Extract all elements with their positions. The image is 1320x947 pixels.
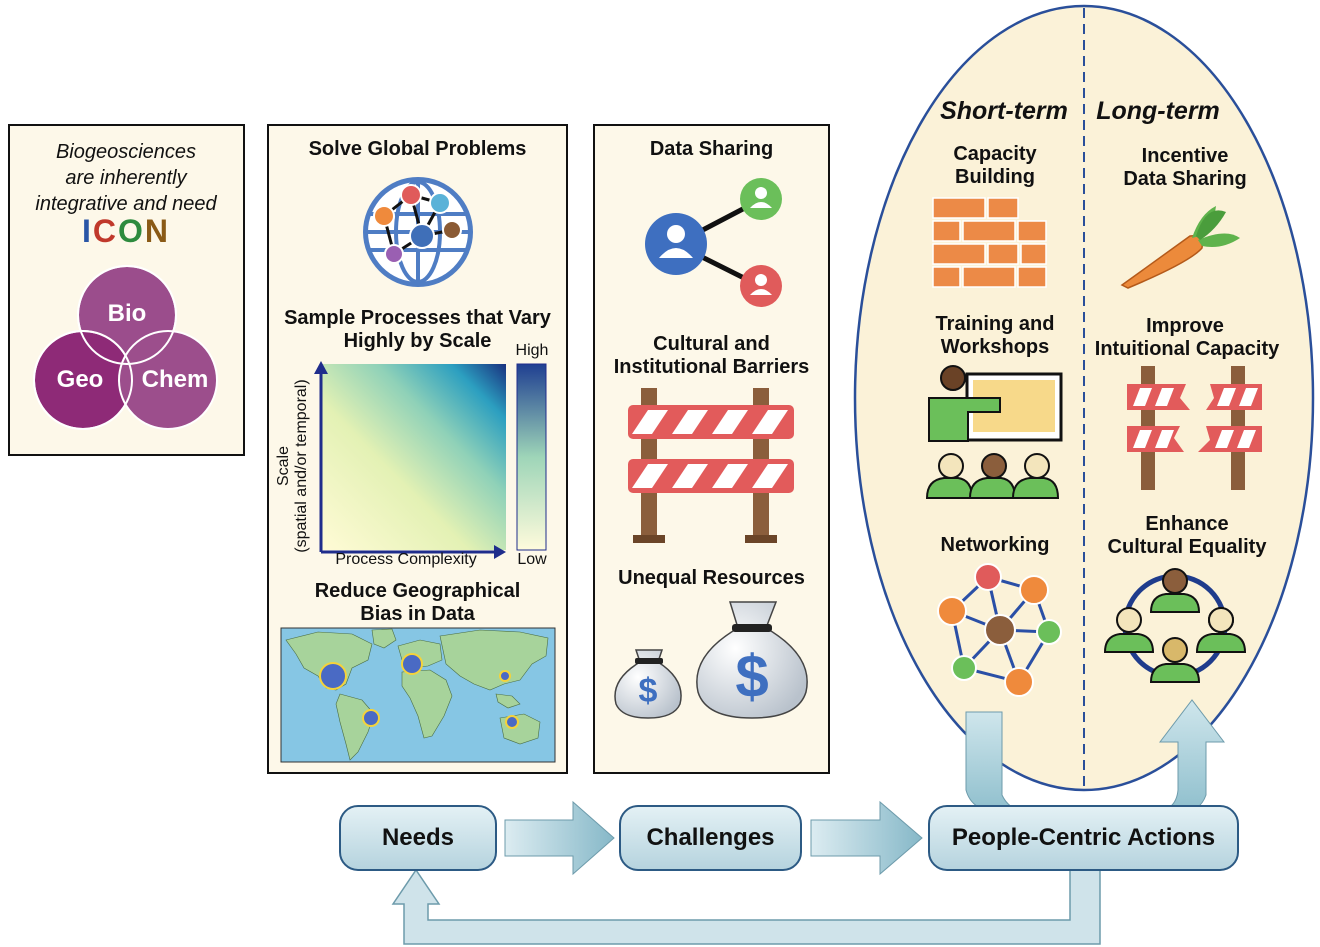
icon-acronym: ICON [12,213,240,249]
training-icon [925,365,1063,499]
legend-low: Low [517,551,547,568]
unequal-resources-title: Unequal Resources [618,567,805,589]
bias-title-2: Bias in Data [360,603,475,625]
venn-label-geo: Geo [56,366,104,393]
y-axis-label: Scale (spatial and/or temporal) [275,366,311,566]
y-axis-label-2: (spatial and/or temporal) [293,379,310,553]
actions-pill-label: People-Centric Actions [951,824,1216,851]
long-term-heading: Long-term [1096,97,1220,125]
intro-line-2: are inherently [65,167,187,189]
acronym-letter-n: N [144,213,170,249]
challenges-pill [619,805,802,871]
icon-intro: Biogeosciences are inherently integrativ… [12,139,240,217]
enhance-label-2: Cultural Equality [1107,536,1267,558]
short-term-heading: Short-term [940,97,1068,125]
actions-pill [928,805,1239,871]
training-label-1: Training and [935,313,1055,335]
x-axis-label: Process Complexity [335,551,477,568]
brick-wall-icon [932,197,1047,288]
needs-title: Solve Global Problems [308,138,527,160]
bias-title-1: Reduce Geographical [314,580,521,602]
networking-label: Networking [940,534,1050,556]
scale-title-1: Sample Processes that Vary [284,307,551,329]
large-dollar-sign: $ [735,643,769,710]
world-map [280,627,556,763]
acronym-letter-i: I [82,213,93,249]
data-sharing-icon [645,178,782,307]
acronym-letter-o: O [118,213,145,249]
needs-pill [339,805,497,871]
venn-label-chem: Chem [141,366,209,393]
legend-high: High [515,342,549,359]
barrier-icon [628,388,794,543]
barriers-title-1: Cultural and [653,333,770,355]
intro-line-1: Biogeosciences [55,141,197,163]
venn-diagram [33,265,218,430]
capacity-label-2: Building [955,166,1035,188]
training-label-2: Workshops [940,336,1050,358]
globe-network-icon [363,177,473,287]
networking-icon [937,563,1062,697]
money-bags-icon [614,601,808,719]
needs-pill-label: Needs [381,824,455,851]
intro-line-3: integrative and need [35,193,217,215]
y-axis-label-1: Scale [275,445,292,487]
arrow-challenges-to-actions [810,800,923,876]
small-dollar-sign: $ [638,672,658,710]
broken-barrier-icon [1127,366,1262,490]
capacity-label-1: Capacity [953,143,1037,165]
data-sharing-title: Data Sharing [649,138,774,160]
improve-label-1: Improve [1146,315,1224,337]
scale-legend-bar [516,363,547,551]
feedback-loop-arrow [391,868,1101,945]
arrow-needs-to-challenges [504,800,615,876]
enhance-label-1: Enhance [1145,513,1229,535]
equality-icon [1103,568,1247,683]
carrot-icon [1120,206,1240,289]
improve-label-2: Intuitional Capacity [1094,338,1280,360]
incentive-label-2: Data Sharing [1123,168,1247,190]
challenges-pill-label: Challenges [646,824,775,851]
incentive-label-1: Incentive [1141,145,1229,167]
venn-label-bio: Bio [107,300,147,327]
barriers-title-2: Institutional Barriers [613,356,810,378]
acronym-letter-c: C [92,213,118,249]
scale-title-2: Highly by Scale [343,330,492,352]
